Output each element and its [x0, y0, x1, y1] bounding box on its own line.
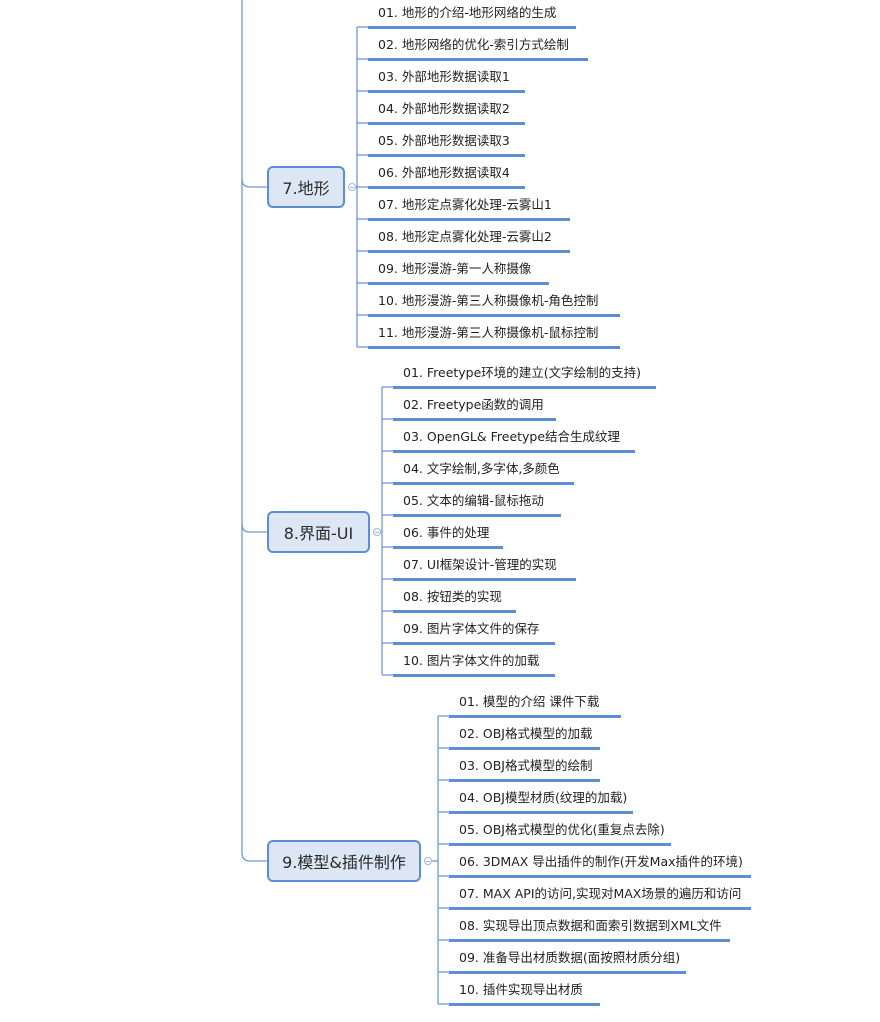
subtopic-item[interactable]: 04. 文字绘制,多字体,多颜色: [403, 461, 560, 476]
subtopic-item[interactable]: 01. 模型的介绍 课件下载: [459, 694, 600, 709]
subtopic-underline: [449, 875, 751, 878]
subtopic-underline: [393, 386, 656, 389]
subtopic-underline: [449, 811, 633, 814]
subtopic-underline: [393, 578, 576, 581]
subtopic-item[interactable]: 08. 按钮类的实现: [403, 589, 502, 604]
subtopic-item[interactable]: 01. 地形的介绍-地形网络的生成: [378, 5, 557, 20]
subtopic-underline: [368, 122, 525, 125]
subtopic-item[interactable]: 02. OBJ格式模型的加载: [459, 726, 593, 741]
subtopic-item[interactable]: 08. 实现导出顶点数据和面索引数据到XML文件: [459, 918, 722, 933]
connector: [241, 852, 267, 862]
subtopic-item[interactable]: 05. 外部地形数据读取3: [378, 133, 510, 148]
subtopic-underline: [368, 58, 588, 61]
subtopic-item[interactable]: 06. 3DMAX 导出插件的制作(开发Max插件的环境): [459, 854, 743, 869]
subtopic-item[interactable]: 02. 地形网络的优化-索引方式绘制: [378, 37, 569, 52]
subtopic-underline: [449, 907, 751, 910]
subtopic-underline: [449, 971, 686, 974]
subtopic-underline: [368, 218, 570, 221]
subtopic-item[interactable]: 07. 地形定点雾化处理-云雾山1: [378, 197, 552, 212]
topic-label: 8.界面-UI: [283, 524, 354, 543]
subtopic-item[interactable]: 06. 事件的处理: [403, 525, 490, 540]
subtopic-underline: [368, 154, 525, 157]
subtopic-item[interactable]: 07. UI框架设计-管理的实现: [403, 557, 557, 572]
subtopic-item[interactable]: 03. 外部地形数据读取1: [378, 69, 510, 84]
subtopic-underline: [393, 450, 635, 453]
subtopic-item[interactable]: 02. Freetype函数的调用: [403, 397, 544, 412]
topic-label: 7.地形: [282, 179, 330, 198]
subtopic-item[interactable]: 07. MAX API的访问,实现对MAX场景的遍历和访问: [459, 886, 742, 901]
subtopic-underline: [393, 642, 555, 645]
subtopic-underline: [368, 26, 576, 29]
subtopic-underline: [368, 314, 620, 317]
topic-node-t8[interactable]: 8.界面-UI: [267, 511, 370, 553]
subtopic-underline: [368, 282, 549, 285]
subtopic-underline: [449, 939, 730, 942]
connector: [241, 178, 267, 188]
subtopic-underline: [393, 546, 503, 549]
subtopic-underline: [368, 250, 570, 253]
subtopic-item[interactable]: 03. OpenGL& Freetype结合生成纹理: [403, 429, 621, 444]
subtopic-underline: [393, 610, 516, 613]
collapse-toggle-icon[interactable]: [424, 857, 432, 865]
subtopic-item[interactable]: 10. 地形漫游-第三人称摄像机-角色控制: [378, 293, 599, 308]
subtopic-item[interactable]: 04. 外部地形数据读取2: [378, 101, 510, 116]
subtopic-underline: [368, 186, 525, 189]
subtopic-item[interactable]: 09. 地形漫游-第一人称摄像: [378, 261, 532, 276]
subtopic-underline: [393, 418, 556, 421]
subtopic-item[interactable]: 05. 文本的编辑-鼠标拖动: [403, 493, 544, 508]
subtopic-underline: [393, 514, 561, 517]
topic-node-t7[interactable]: 7.地形: [267, 166, 345, 208]
subtopic-item[interactable]: 11. 地形漫游-第三人称摄像机-鼠标控制: [378, 325, 599, 340]
subtopic-underline: [449, 779, 600, 782]
topic-node-t9[interactable]: 9.模型&插件制作: [267, 840, 421, 882]
subtopic-item[interactable]: 09. 图片字体文件的保存: [403, 621, 540, 636]
subtopic-underline: [368, 90, 525, 93]
subtopic-item[interactable]: 04. OBJ模型材质(纹理的加载): [459, 790, 628, 805]
subtopic-item[interactable]: 08. 地形定点雾化处理-云雾山2: [378, 229, 552, 244]
subtopic-item[interactable]: 06. 外部地形数据读取4: [378, 165, 510, 180]
subtopic-item[interactable]: 05. OBJ格式模型的优化(重复点去除): [459, 822, 665, 837]
subtopic-underline: [368, 346, 620, 349]
topic-label: 9.模型&插件制作: [282, 853, 406, 872]
collapse-toggle-icon[interactable]: [373, 528, 381, 536]
subtopic-item[interactable]: 01. Freetype环境的建立(文字绘制的支持): [403, 365, 642, 380]
subtopic-underline: [449, 1003, 600, 1006]
subtopic-underline: [449, 843, 671, 846]
subtopic-item[interactable]: 03. OBJ格式模型的绘制: [459, 758, 593, 773]
subtopic-item[interactable]: 09. 准备导出材质数据(面按照材质分组): [459, 950, 681, 965]
subtopic-underline: [393, 482, 574, 485]
subtopic-item[interactable]: 10. 图片字体文件的加载: [403, 653, 540, 668]
subtopic-item[interactable]: 10. 插件实现导出材质: [459, 982, 583, 997]
connector: [241, 523, 267, 533]
subtopic-underline: [393, 674, 555, 677]
subtopic-underline: [449, 715, 621, 718]
subtopic-underline: [449, 747, 600, 750]
collapse-toggle-icon[interactable]: [348, 183, 356, 191]
